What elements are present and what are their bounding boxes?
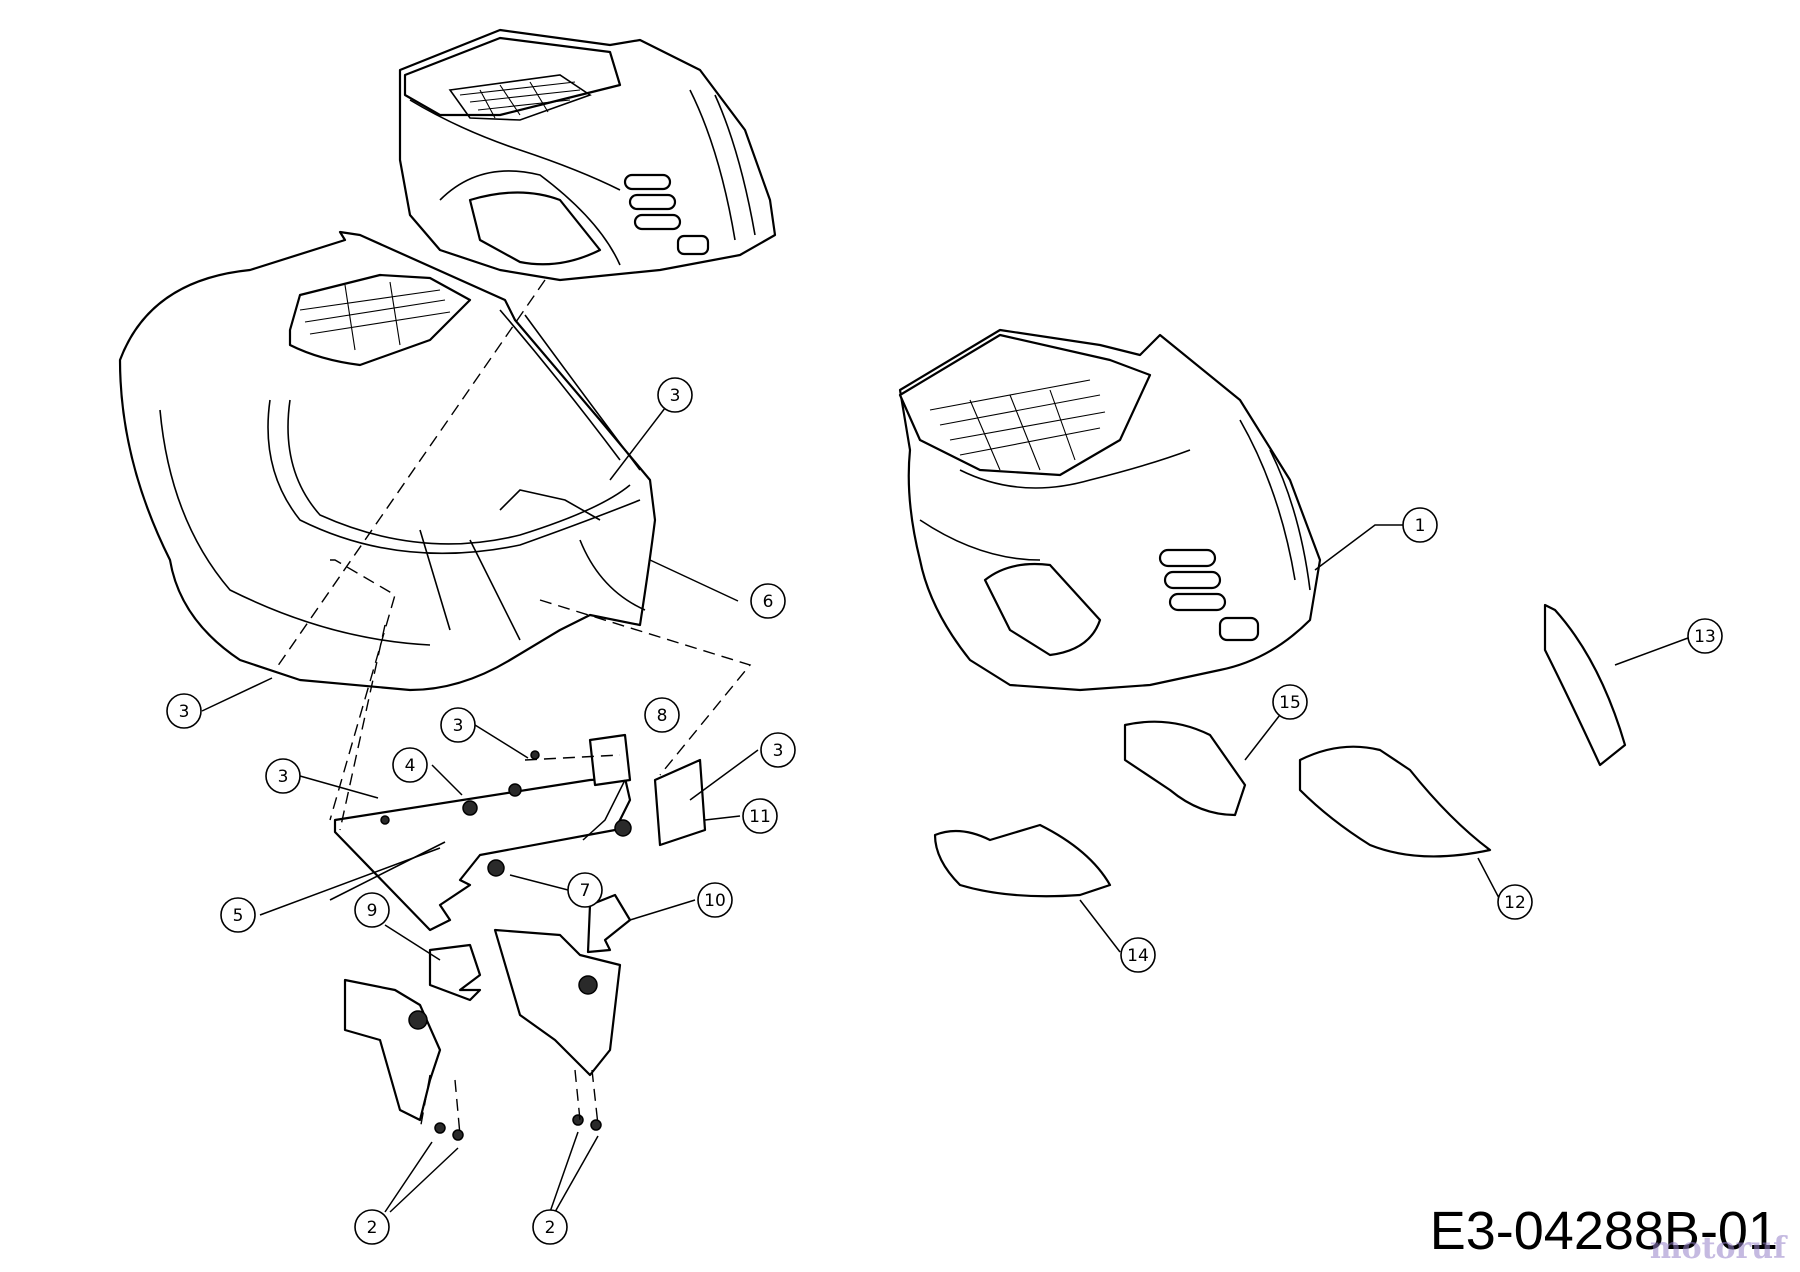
callout-3c-label: 3 <box>453 716 464 736</box>
callout-3a: 3 <box>657 377 693 413</box>
callout-2a-label: 2 <box>367 1218 378 1238</box>
callout-12-label: 12 <box>1504 893 1526 913</box>
callout-4-label: 4 <box>405 756 416 776</box>
callout-10: 10 <box>697 882 733 918</box>
callout-11-label: 11 <box>749 807 771 827</box>
callout-10-label: 10 <box>704 891 726 911</box>
callout-2b-label: 2 <box>545 1218 556 1238</box>
callout-15-label: 15 <box>1279 693 1301 713</box>
callout-6-label: 6 <box>763 592 774 612</box>
callout-8: 8 <box>644 697 680 733</box>
callout-7-label: 7 <box>580 881 591 901</box>
callout-3b-label: 3 <box>179 702 190 722</box>
callout-9-label: 9 <box>367 901 378 921</box>
callout-6: 6 <box>750 583 786 619</box>
callout-3a-label: 3 <box>670 386 681 406</box>
callout-8-label: 8 <box>657 706 668 726</box>
callout-7: 7 <box>567 872 603 908</box>
callout-1-label: 1 <box>1415 516 1426 536</box>
watermark-logo: motoruf <box>1649 1231 1786 1266</box>
callout-13: 13 <box>1687 618 1723 654</box>
callout-3e: 3 <box>760 732 796 768</box>
callout-5: 5 <box>220 897 256 933</box>
callout-3c: 3 <box>440 707 476 743</box>
callout-4: 4 <box>392 747 428 783</box>
support-bracket <box>329 733 707 932</box>
callout-11: 11 <box>742 798 778 834</box>
trim-13 <box>1543 603 1627 767</box>
callout-1: 1 <box>1402 507 1438 543</box>
callout-3b: 3 <box>166 693 202 729</box>
callout-9: 9 <box>354 892 390 928</box>
hood-lower-body <box>118 230 657 692</box>
assembly-lines <box>274 279 752 1136</box>
diagram-code: E3-04288B-01 <box>1429 1201 1778 1261</box>
callout-14-label: 14 <box>1127 946 1149 966</box>
callout-3e-label: 3 <box>773 741 784 761</box>
callout-2b: 2 <box>532 1209 568 1245</box>
callout-15: 15 <box>1272 684 1308 720</box>
callout-3d: 3 <box>265 758 301 794</box>
callout-14: 14 <box>1120 937 1156 973</box>
hinge-left <box>343 943 482 1141</box>
callout-13-label: 13 <box>1694 627 1716 647</box>
callout-12: 12 <box>1497 884 1533 920</box>
hinge-right <box>493 893 632 1131</box>
callout-5-label: 5 <box>233 906 244 926</box>
trim-pieces <box>933 603 1627 898</box>
trim-12 <box>1298 745 1492 858</box>
callout-2a: 2 <box>354 1209 390 1245</box>
leader-lines <box>201 394 1689 1213</box>
trim-14 <box>933 823 1112 898</box>
hood-upper-part <box>398 28 777 282</box>
callout-3d-label: 3 <box>278 767 289 787</box>
hood-assembled <box>898 328 1322 692</box>
trim-15 <box>1123 720 1247 817</box>
